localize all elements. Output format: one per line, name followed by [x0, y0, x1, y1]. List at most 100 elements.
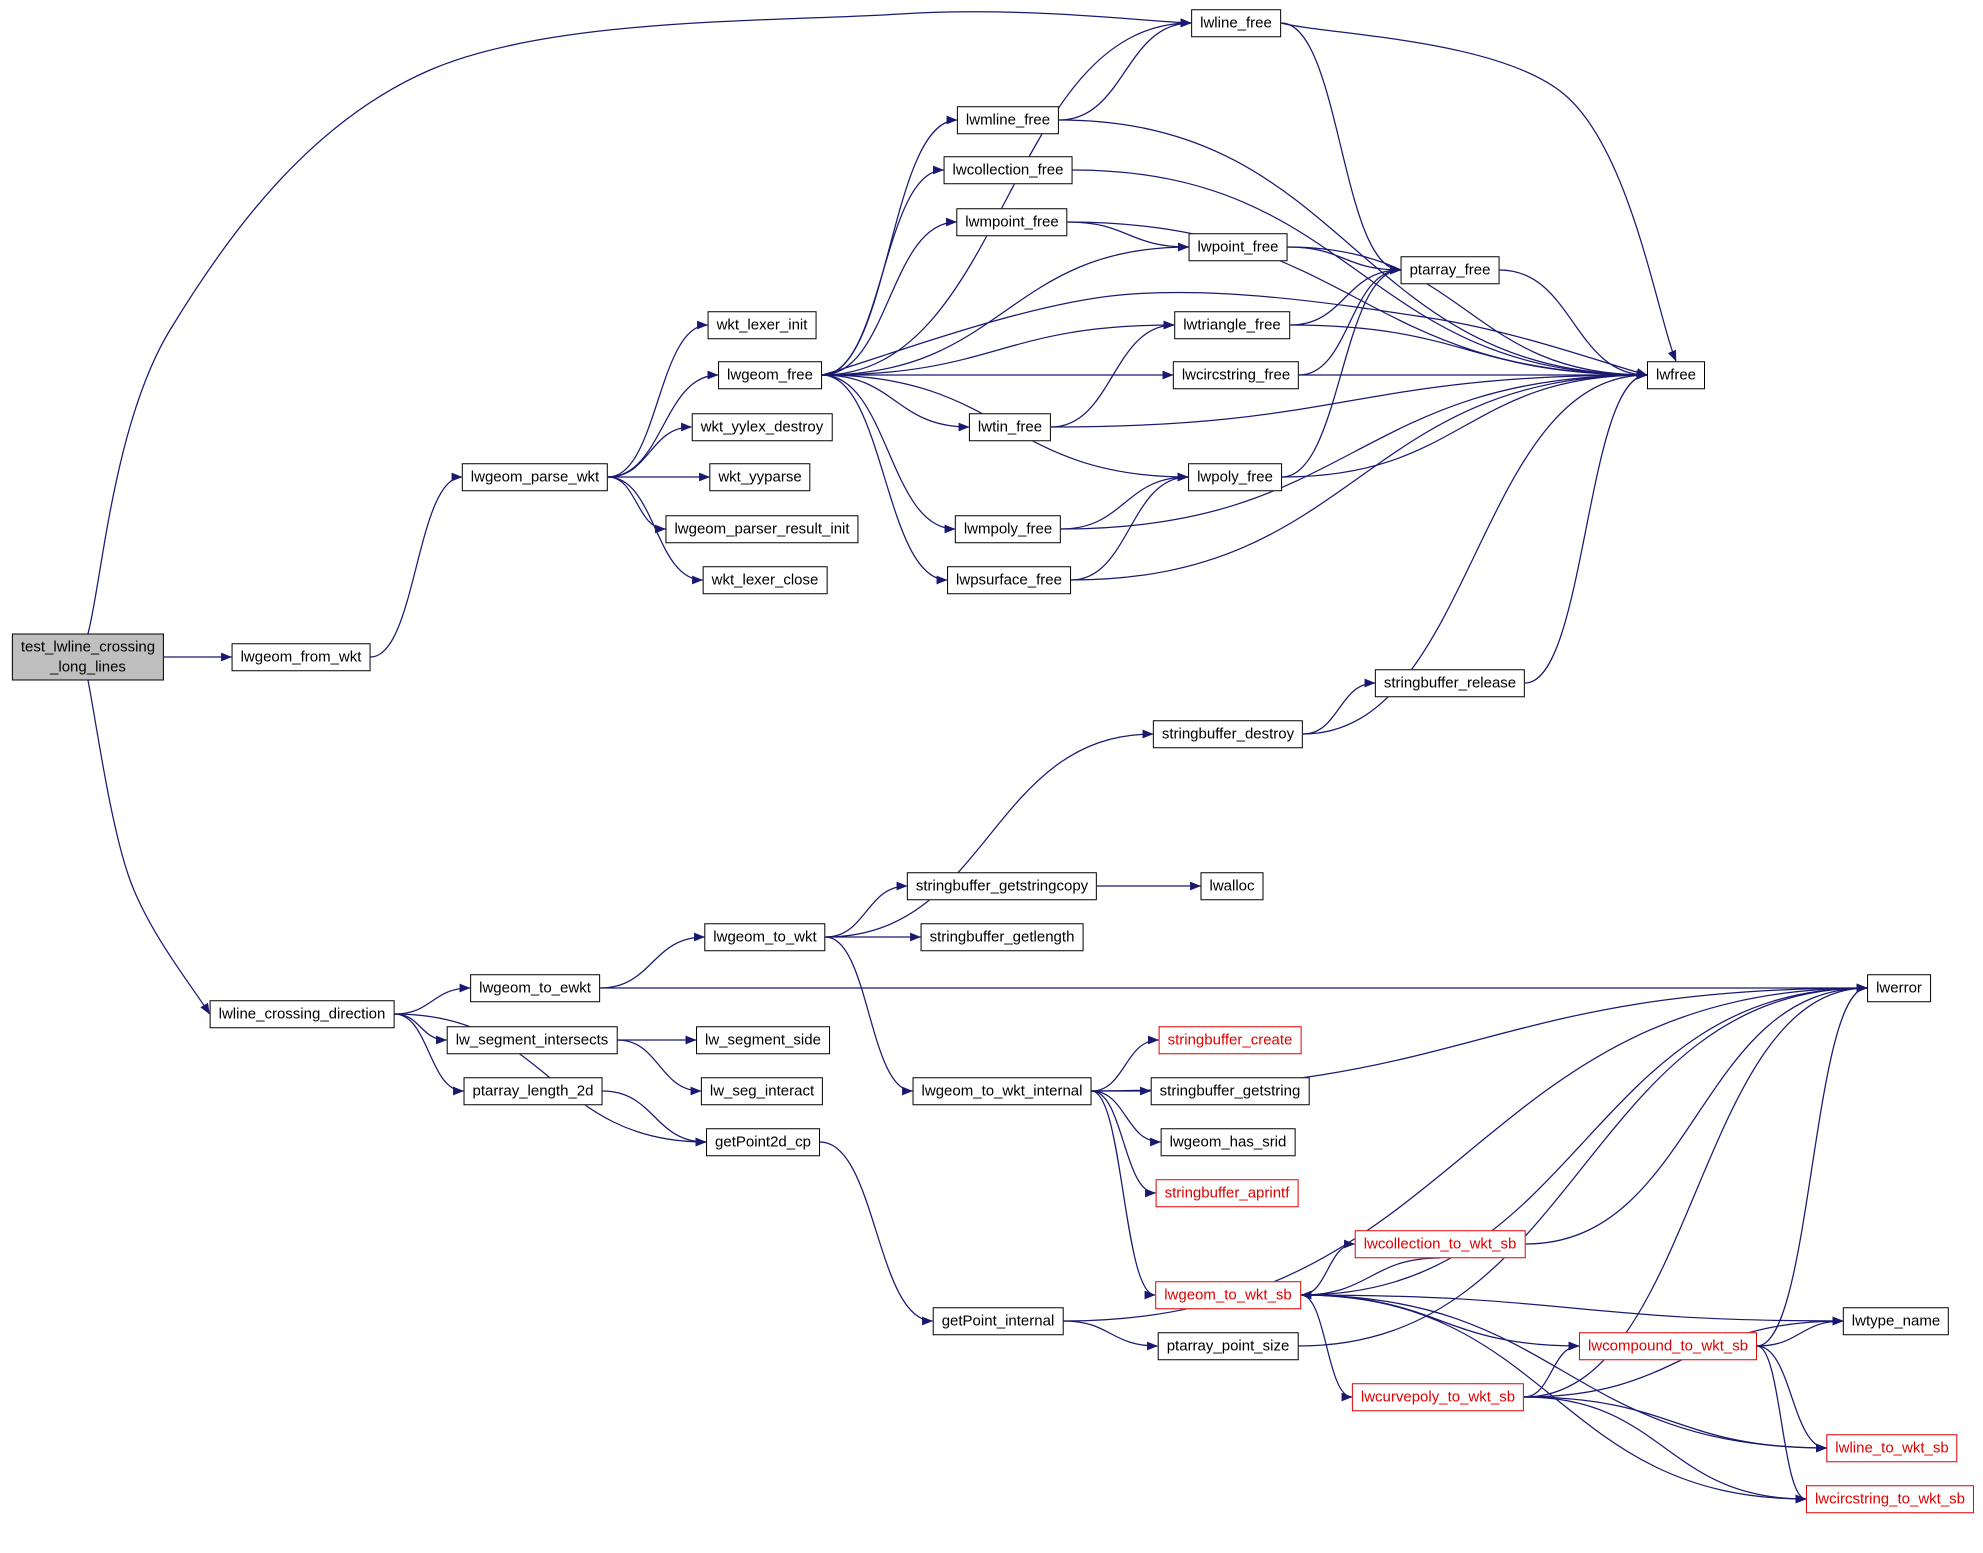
edge-lwgeom_to_ewkt-to-lwgeom_to_wkt	[599, 932, 706, 989]
node-stringbuffer_getstringcopy[interactable]: stringbuffer_getstringcopy	[906, 872, 1098, 900]
edge-lwgeom_to_wkt_sb-to-lwerror	[1300, 983, 1868, 1296]
node-lwgeom_parse_wkt[interactable]: lwgeom_parse_wkt	[461, 463, 609, 491]
node-label: getPoint2d_cp	[715, 1133, 811, 1151]
edge-lwcollection_free-to-lwfree	[1072, 169, 1648, 380]
node-stringbuffer_destroy[interactable]: stringbuffer_destroy	[1152, 720, 1304, 748]
node-label: test_lwline_crossing _long_lines	[20, 638, 156, 676]
node-lwpoly_free[interactable]: lwpoly_free	[1188, 463, 1282, 491]
node-lwgeom_to_wkt_internal[interactable]: lwgeom_to_wkt_internal	[912, 1077, 1092, 1105]
node-label: lwgeom_parser_result_init	[674, 520, 850, 538]
edge-stringbuffer_destroy-to-stringbuffer_release	[1302, 678, 1376, 735]
node-lwfree[interactable]: lwfree	[1646, 361, 1706, 389]
edge-lwgeom_free-to-lwmpoly_free	[821, 374, 956, 534]
node-lwline_free[interactable]: lwline_free	[1191, 9, 1281, 37]
edge-lwgeom_to_wkt_internal-to-lwgeom_to_wkt_sb	[1091, 1090, 1156, 1300]
node-lw_segment_intersects[interactable]: lw_segment_intersects	[446, 1026, 618, 1054]
node-lwtin_free[interactable]: lwtin_free	[968, 413, 1052, 441]
edge-lwcurvepoly_to_wkt_sb-to-lwcircstring_to_wkt_sb	[1523, 1396, 1807, 1504]
node-lwmline_free[interactable]: lwmline_free	[956, 106, 1060, 134]
edge-lwtriangle_free-to-lwfree	[1289, 324, 1648, 380]
edge-lwcompound_to_wkt_sb-to-lwtype_name	[1756, 1316, 1844, 1347]
edge-lwgeom_free-to-lwcollection_free	[821, 165, 945, 376]
node-lwgeom_free[interactable]: lwgeom_free	[718, 361, 822, 389]
node-ptarray_free[interactable]: ptarray_free	[1400, 256, 1500, 284]
edge-stringbuffer_release-to-lwfree	[1524, 370, 1648, 684]
edge-lwgeom_free-to-lwpoint_free	[821, 242, 1190, 376]
node-stringbuffer_create[interactable]: stringbuffer_create	[1158, 1026, 1302, 1054]
node-label: stringbuffer_destroy	[1161, 725, 1295, 743]
node-wkt_yylex_destroy[interactable]: wkt_yylex_destroy	[691, 413, 833, 441]
node-ptarray_point_size[interactable]: ptarray_point_size	[1157, 1332, 1299, 1360]
node-lwalloc[interactable]: lwalloc	[1200, 872, 1264, 900]
edge-lwcurvepoly_to_wkt_sb-to-lwerror	[1523, 983, 1868, 1398]
node-getPoint2d_cp[interactable]: getPoint2d_cp	[706, 1128, 820, 1156]
node-lwcurvepoly_to_wkt_sb[interactable]: lwcurvepoly_to_wkt_sb	[1351, 1383, 1525, 1411]
edge-lwcollection_to_wkt_sb-to-lwgeom_to_wkt_sb	[1300, 1257, 1441, 1300]
node-lwcircstring_to_wkt_sb[interactable]: lwcircstring_to_wkt_sb	[1805, 1485, 1975, 1513]
node-lwcollection_free[interactable]: lwcollection_free	[943, 156, 1073, 184]
node-lw_seg_interact[interactable]: lw_seg_interact	[700, 1077, 824, 1105]
node-lwpoint_free[interactable]: lwpoint_free	[1188, 233, 1288, 261]
edge-lwpoly_free-to-ptarray_free	[1281, 265, 1402, 478]
node-lwerror[interactable]: lwerror	[1867, 974, 1931, 1002]
node-label: wkt_lexer_init	[716, 316, 808, 334]
edge-lwpsurface_free-to-lwpoly_free	[1070, 472, 1189, 581]
node-lwmpoly_free[interactable]: lwmpoly_free	[954, 515, 1062, 543]
node-label: lwtype_name	[1851, 1312, 1941, 1330]
node-stringbuffer_getstring[interactable]: stringbuffer_getstring	[1150, 1077, 1310, 1105]
edge-lwgeom_parse_wkt-to-wkt_yylex_destroy	[607, 422, 693, 478]
node-ptarray_length_2d[interactable]: ptarray_length_2d	[463, 1077, 603, 1105]
node-lwgeom_to_wkt_sb[interactable]: lwgeom_to_wkt_sb	[1155, 1281, 1301, 1309]
node-label: lwgeom_from_wkt	[240, 648, 362, 666]
node-stringbuffer_getlength[interactable]: stringbuffer_getlength	[920, 923, 1084, 951]
edge-lwgeom_parse_wkt-to-wkt_lexer_close	[607, 476, 704, 585]
node-lwline_crossing_direction[interactable]: lwline_crossing_direction	[209, 1000, 395, 1028]
node-label: lwmline_free	[965, 111, 1051, 129]
edge-lwline_free-to-ptarray_free	[1280, 22, 1402, 275]
node-wkt_lexer_close[interactable]: wkt_lexer_close	[702, 566, 828, 594]
node-label: wkt_yylex_destroy	[700, 418, 824, 436]
node-label: lwcircstring_free	[1181, 366, 1291, 384]
node-test_lwline_crossing_long_lines[interactable]: test_lwline_crossing _long_lines	[11, 633, 165, 681]
node-lwpsurface_free[interactable]: lwpsurface_free	[947, 566, 1071, 594]
node-stringbuffer_release[interactable]: stringbuffer_release	[1374, 669, 1526, 697]
node-lwgeom_to_wkt[interactable]: lwgeom_to_wkt	[704, 923, 826, 951]
node-lwcompound_to_wkt_sb[interactable]: lwcompound_to_wkt_sb	[1578, 1332, 1758, 1360]
node-lwgeom_has_srid[interactable]: lwgeom_has_srid	[1160, 1128, 1296, 1156]
node-label: lwpoly_free	[1197, 468, 1273, 486]
node-lw_segment_side[interactable]: lw_segment_side	[696, 1026, 830, 1054]
node-label: lwcompound_to_wkt_sb	[1587, 1337, 1749, 1355]
node-label: lw_segment_intersects	[455, 1031, 609, 1049]
edge-ptarray_point_size-to-lwerror	[1298, 983, 1868, 1347]
node-wkt_yyparse[interactable]: wkt_yyparse	[709, 463, 811, 491]
node-label: lw_segment_side	[705, 1031, 821, 1049]
node-lwtriangle_free[interactable]: lwtriangle_free	[1174, 311, 1290, 339]
node-label: lwcurvepoly_to_wkt_sb	[1360, 1388, 1516, 1406]
node-lwcollection_to_wkt_sb[interactable]: lwcollection_to_wkt_sb	[1354, 1230, 1526, 1258]
node-label: lwgeom_to_wkt_sb	[1164, 1286, 1292, 1304]
node-stringbuffer_aprintf[interactable]: stringbuffer_aprintf	[1155, 1179, 1299, 1207]
node-lwline_to_wkt_sb[interactable]: lwline_to_wkt_sb	[1826, 1434, 1958, 1462]
edge-lwgeom_to_wkt_internal-to-stringbuffer_aprintf	[1091, 1090, 1157, 1198]
node-lwmpoint_free[interactable]: lwmpoint_free	[956, 208, 1068, 236]
edge-lwpoly_free-to-lwfree	[1281, 370, 1648, 478]
node-lwcircstring_free[interactable]: lwcircstring_free	[1172, 361, 1300, 389]
edge-lwgeom_to_wkt_sb-to-lwline_to_wkt_sb	[1300, 1294, 1828, 1453]
edge-lwgeom_to_wkt_sb-to-lwtype_name	[1300, 1294, 1844, 1326]
node-lwtype_name[interactable]: lwtype_name	[1842, 1307, 1950, 1335]
node-lwgeom_from_wkt[interactable]: lwgeom_from_wkt	[231, 643, 371, 671]
node-getPoint_internal[interactable]: getPoint_internal	[932, 1307, 1064, 1335]
edge-lwgeom_to_wkt-to-stringbuffer_destroy	[825, 729, 1154, 938]
node-label: lwmpoint_free	[965, 213, 1059, 231]
edge-test_lwline_crossing_long_lines-to-lwline_crossing_direction	[87, 680, 211, 1015]
node-lwgeom_parser_result_init[interactable]: lwgeom_parser_result_init	[665, 515, 859, 543]
edge-ptarray_length_2d-to-getPoint2d_cp	[602, 1090, 707, 1147]
edge-lwcompound_to_wkt_sb-to-lwcircstring_to_wkt_sb	[1756, 1345, 1807, 1504]
node-lwgeom_to_ewkt[interactable]: lwgeom_to_ewkt	[470, 974, 600, 1002]
node-wkt_lexer_init[interactable]: wkt_lexer_init	[707, 311, 817, 339]
edge-lwgeom_to_wkt_internal-to-lwgeom_has_srid	[1091, 1090, 1162, 1147]
edge-lwmpoly_free-to-lwfree	[1060, 370, 1648, 530]
edge-lw_segment_intersects-to-lw_seg_interact	[617, 1039, 702, 1096]
node-label: stringbuffer_getstringcopy	[915, 877, 1089, 895]
node-label: lwfree	[1655, 366, 1697, 384]
